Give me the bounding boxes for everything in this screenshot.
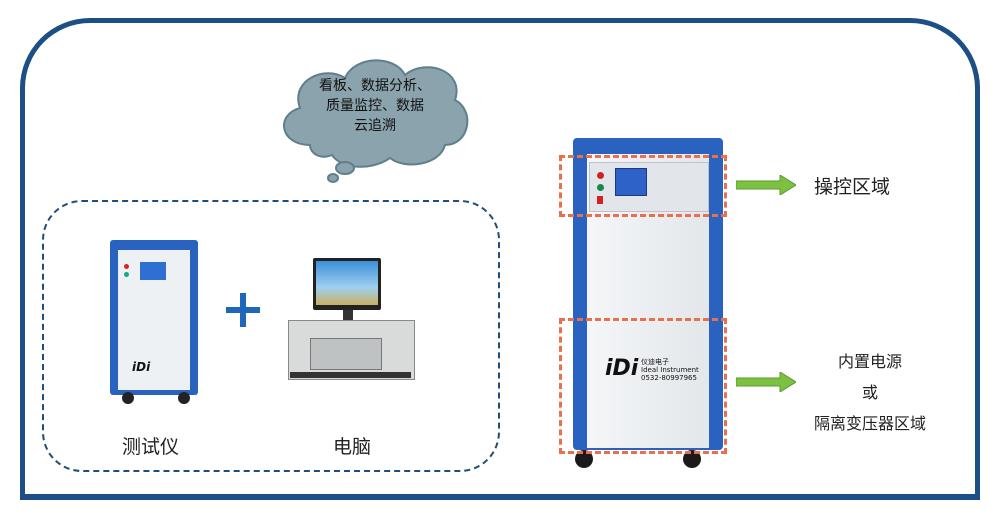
logo-en: Ideal Instrument	[641, 366, 699, 374]
computer-label: 电脑	[333, 436, 372, 458]
logo-cn: 仪迪电子	[641, 358, 669, 366]
cloud-line: 看板、数据分析、	[319, 78, 431, 94]
control-area-highlight	[559, 155, 727, 217]
power-line: 隔离变压器区域	[813, 414, 926, 433]
cabinet-logo-text: 仪迪电子 Ideal Instrument 0532-80997965	[641, 358, 699, 382]
power-line: 内置电源	[837, 352, 902, 371]
power-area-highlight	[559, 318, 727, 454]
computer-image	[288, 258, 415, 383]
power-line: 或	[861, 383, 878, 402]
tester-computer-group	[42, 200, 500, 472]
tester-logo: iDi	[132, 360, 151, 374]
cloud-line: 云追溯	[354, 118, 396, 134]
outer-frame	[20, 18, 980, 500]
cloud-text: 看板、数据分析、 质量监控、数据 云追溯	[285, 76, 465, 136]
arrow-right-icon	[736, 372, 796, 392]
cloud-line: 质量监控、数据	[326, 98, 424, 114]
logo-phone: 0532-80997965	[641, 374, 697, 382]
control-area-label: 操控区域	[814, 176, 891, 198]
cloud-callout	[283, 59, 469, 183]
tester-image: iDi	[110, 240, 198, 404]
tester-label: 测试仪	[122, 436, 180, 458]
power-area-label: 内置电源 或 隔离变压器区域	[800, 346, 940, 439]
arrow-right-icon	[736, 175, 796, 195]
cabinet-logo: iDi	[605, 356, 639, 381]
cabinet-image: iDi 仪迪电子 Ideal Instrument 0532-80997965	[573, 138, 723, 478]
